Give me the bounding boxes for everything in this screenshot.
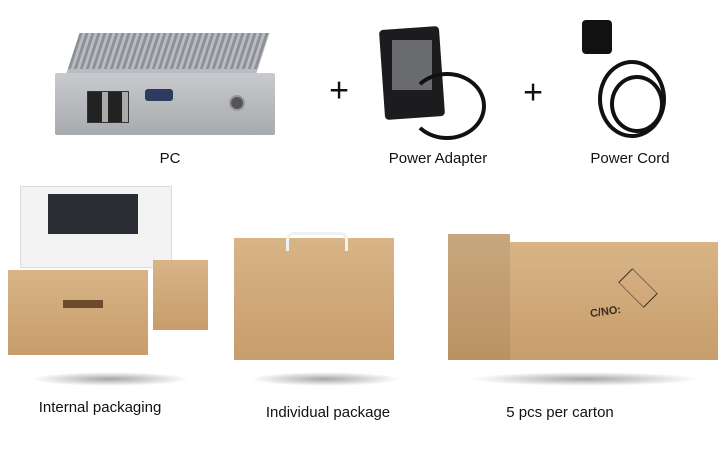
power-adapter-label: Power Adapter bbox=[388, 150, 488, 167]
individual-package-label: Individual package bbox=[265, 404, 391, 421]
power-cord-label: Power Cord bbox=[590, 150, 670, 167]
pc-image bbox=[45, 33, 285, 143]
pc-label: PC bbox=[159, 150, 181, 167]
internal-packaging-label: Internal packaging bbox=[38, 399, 162, 416]
pc-heatsink-fins bbox=[66, 33, 270, 73]
individual-package-image bbox=[234, 232, 394, 360]
plus-sign: + bbox=[329, 71, 349, 110]
internal-packaging-image bbox=[8, 180, 213, 360]
plus-sign: + bbox=[523, 73, 543, 112]
power-button-icon bbox=[229, 95, 245, 111]
usb-ports bbox=[87, 91, 129, 123]
carton-label: 5 pcs per carton bbox=[506, 404, 614, 421]
power-cord-image bbox=[580, 20, 680, 145]
power-adapter-image bbox=[378, 22, 498, 142]
shipping-carton-image: C/NO: bbox=[448, 234, 718, 360]
com-port bbox=[145, 89, 173, 101]
